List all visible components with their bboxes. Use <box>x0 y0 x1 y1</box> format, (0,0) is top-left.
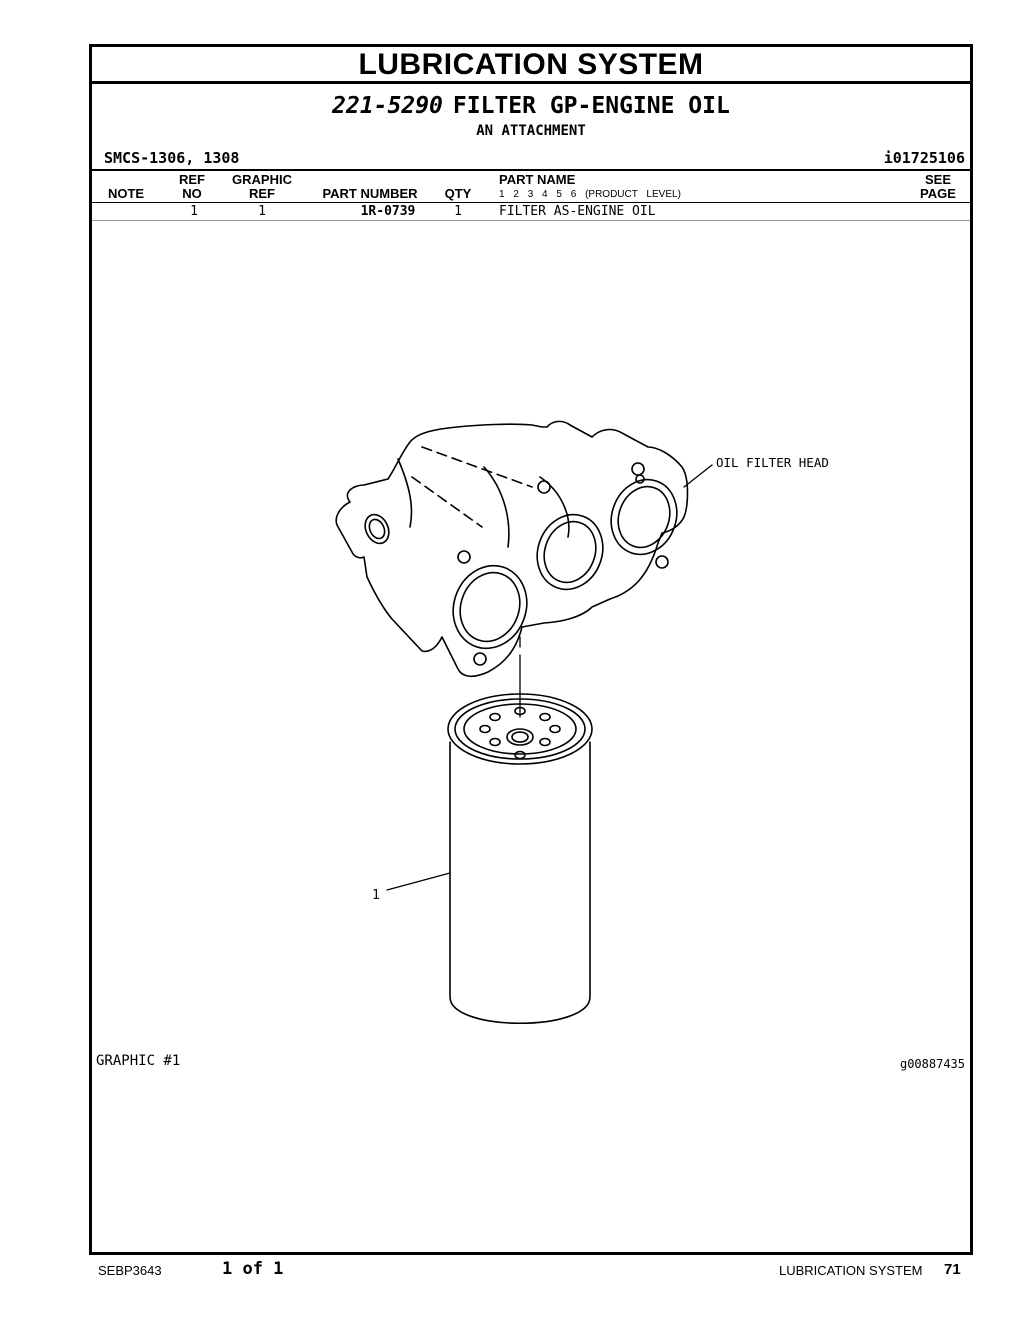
column-header-see-page: SEE PAGE <box>918 173 958 201</box>
level-2: 2 <box>513 189 519 200</box>
row-rule <box>92 220 970 221</box>
filter-top-inner <box>463 703 577 755</box>
filter-head-outline <box>335 420 689 678</box>
footer-page-number: 71 <box>944 1261 961 1278</box>
left-port-inner <box>368 518 386 540</box>
header-rule-top <box>92 169 970 171</box>
parts-illustration: OIL FILTER HEAD 1 <box>335 420 829 1024</box>
column-header-note: NOTE <box>107 186 145 201</box>
filter-head-rib-2 <box>483 466 510 548</box>
level-6: 6 <box>570 189 577 200</box>
callout-line-1 <box>386 872 451 891</box>
filter-head-dash-mid <box>411 476 483 528</box>
group-subtitle: AN ATTACHMENT <box>476 123 586 139</box>
filter-head-dash-top <box>421 446 533 488</box>
column-header-graphic-ref: GRAPHIC REF <box>228 173 296 201</box>
left-port <box>364 513 390 545</box>
callout-oil-filter-head: OIL FILTER HEAD <box>716 455 829 470</box>
bore-rear <box>610 478 678 556</box>
group-part-number: 221-5290 <box>332 93 443 119</box>
filter-head-rib-1 <box>397 458 413 528</box>
column-header-part-number: PART NUMBER <box>322 186 418 201</box>
header-rule-bottom <box>92 202 970 203</box>
group-title: 221-5290 FILTER GP-ENGINE OIL <box>92 93 970 119</box>
illustration-id: i01725106 <box>883 149 965 167</box>
footer-section-name: LUBRICATION SYSTEM <box>779 1263 923 1278</box>
group-name: FILTER GP-ENGINE OIL <box>452 93 730 119</box>
product-level-label: (PRODUCT LEVEL) <box>585 189 681 200</box>
callout-ref-1: 1 <box>372 888 380 903</box>
product-levels: 1 2 3 4 5 6 (PRODUCT LEVEL) <box>499 189 681 200</box>
footer-page-count: 1 of 1 <box>222 1259 284 1279</box>
bore-middle-inner <box>543 520 597 584</box>
row-part-number[interactable]: 1R-0739 <box>360 204 416 219</box>
smcs-code: SMCS-1306, 1308 <box>104 149 240 167</box>
column-header-see-bottom: PAGE <box>920 186 956 201</box>
column-header-part-name: PART NAME <box>499 172 576 187</box>
bore-front-inner <box>459 571 521 643</box>
bore-front <box>452 564 528 650</box>
filter-body <box>449 741 591 1024</box>
graphic-id: g00887435 <box>899 1057 965 1071</box>
level-4: 4 <box>542 189 548 200</box>
level-5: 5 <box>556 189 562 200</box>
section-title: LUBRICATION SYSTEM <box>358 48 704 81</box>
column-header-graphic-top: GRAPHIC <box>232 172 292 187</box>
filter-top-outer <box>447 693 593 765</box>
column-header-ref-top: REF <box>179 172 205 187</box>
column-header-qty: QTY <box>444 186 472 201</box>
column-header-graphic-bottom: REF <box>249 186 275 201</box>
level-1: 1 <box>499 189 505 200</box>
graphic-label: GRAPHIC #1 <box>96 1053 181 1069</box>
column-header-ref-bottom: NO <box>182 186 202 201</box>
level-3: 3 <box>527 189 534 200</box>
row-graphic-ref[interactable]: 1 <box>258 204 266 219</box>
row-qty: 1 <box>454 204 462 219</box>
callout-line-head <box>683 464 713 488</box>
bore-rear-inner <box>617 485 671 549</box>
row-ref-no: 1 <box>190 204 198 219</box>
filter-center-thread <box>506 728 534 746</box>
bore-middle <box>536 513 604 591</box>
column-header-ref-no: REF NO <box>174 173 210 201</box>
filter-head-rib-3 <box>539 476 570 538</box>
column-header-see-top: SEE <box>924 172 951 187</box>
page-frame: LUBRICATION SYSTEM 221-5290 FILTER GP-ENG… <box>89 44 973 1255</box>
section-title-bar: LUBRICATION SYSTEM <box>92 47 970 84</box>
footer-document-number: SEBP3643 <box>98 1263 162 1278</box>
row-part-name: FILTER AS-ENGINE OIL <box>499 204 656 219</box>
